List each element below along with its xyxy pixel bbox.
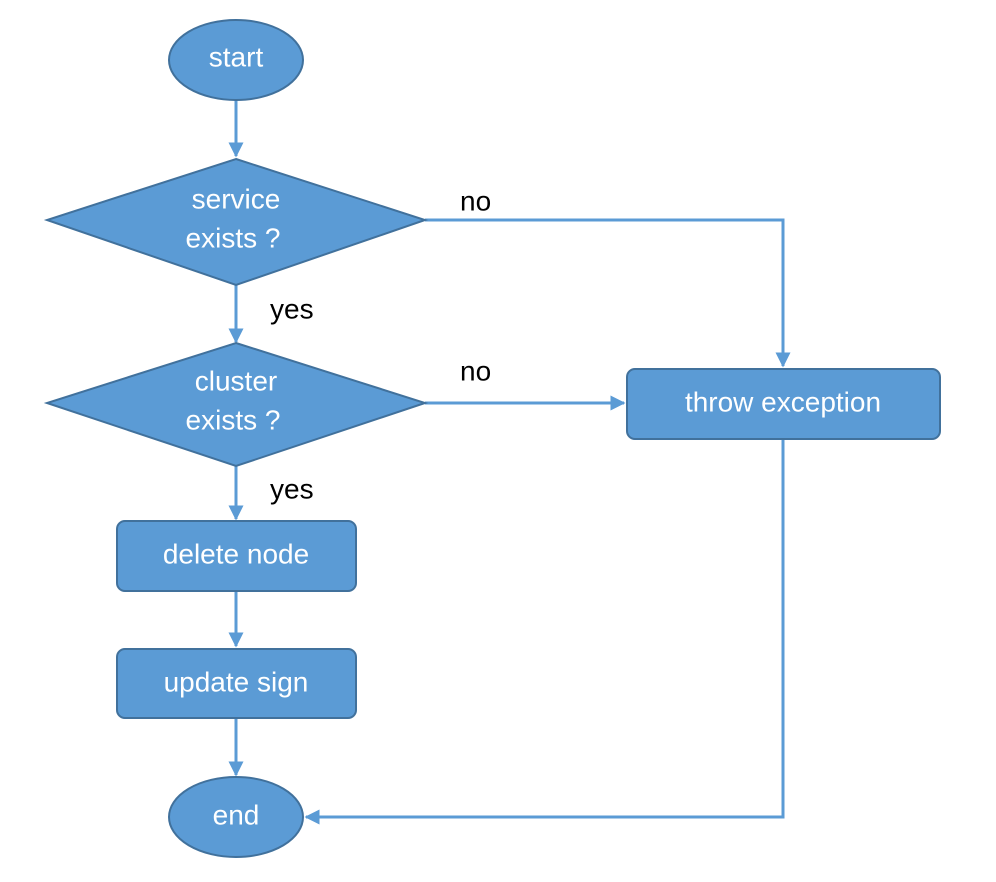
service-no-label: no xyxy=(460,185,491,216)
update-sign-process xyxy=(116,648,357,719)
throw-exception-process xyxy=(626,368,941,440)
service-yes-label: yes xyxy=(270,293,314,324)
arrow-service-no-to-exception xyxy=(425,218,791,368)
service-exists-decision xyxy=(43,157,429,287)
arrow-exception-to-end xyxy=(304,439,785,825)
update-sign-label: update sign xyxy=(164,666,309,697)
cluster-no-label: no xyxy=(460,355,491,386)
cluster-exists-label-line1: cluster xyxy=(195,365,277,396)
start-node xyxy=(168,19,304,101)
service-exists-label-line1: service xyxy=(192,183,281,214)
throw-exception-label: throw exception xyxy=(685,386,881,417)
end-label: end xyxy=(213,799,260,830)
cluster-exists-decision xyxy=(43,341,429,468)
delete-node-process xyxy=(116,520,357,592)
service-exists-label-line2: exists ? xyxy=(186,222,281,253)
end-node xyxy=(168,776,304,858)
start-label: start xyxy=(209,41,264,72)
cluster-exists-label-line2: exists ? xyxy=(186,404,281,435)
delete-node-label: delete node xyxy=(163,538,309,569)
cluster-yes-label: yes xyxy=(270,473,314,504)
